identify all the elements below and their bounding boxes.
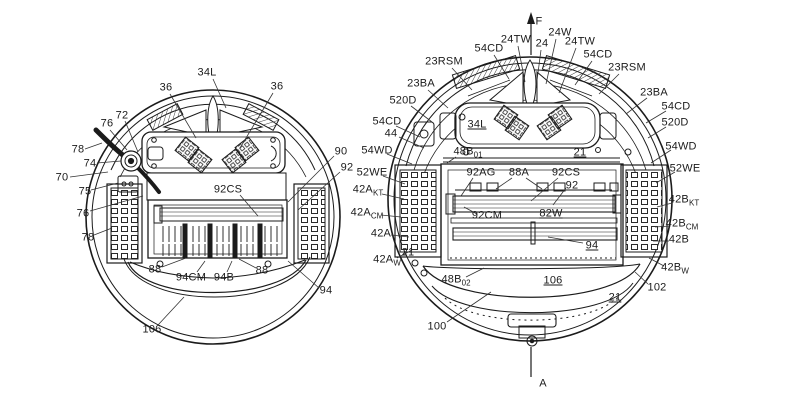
right-figure-drawing — [387, 12, 673, 377]
leader-lines — [69, 38, 676, 326]
left-figure-drawing — [85, 89, 341, 345]
